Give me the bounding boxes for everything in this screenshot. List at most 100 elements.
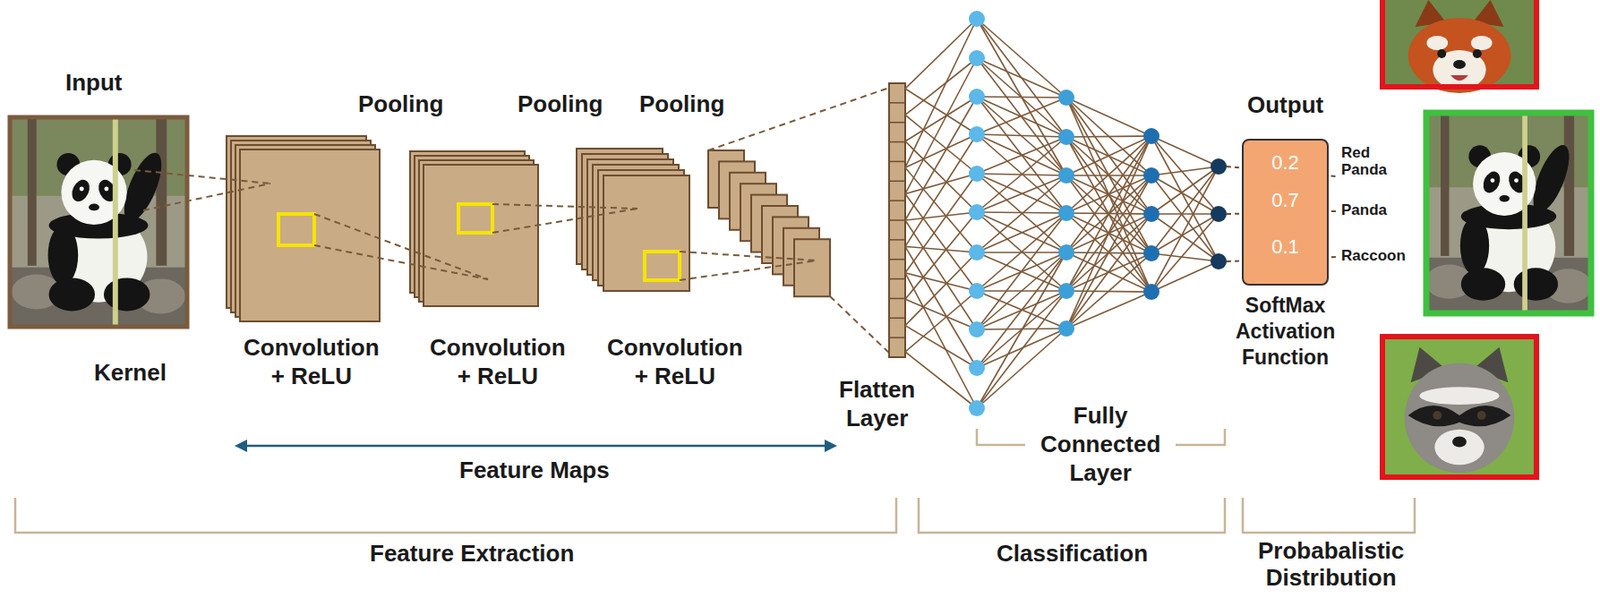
network-weight bbox=[976, 18, 1067, 98]
flatten-cell bbox=[889, 141, 906, 144]
neuron bbox=[968, 126, 985, 143]
neuron bbox=[1058, 167, 1075, 184]
flatten-cell bbox=[889, 102, 906, 104]
network-weight bbox=[976, 96, 1067, 214]
network-weight bbox=[1151, 136, 1219, 214]
network-weight bbox=[976, 213, 1067, 330]
network-weight bbox=[976, 97, 1067, 135]
class-label: Raccoon bbox=[1341, 247, 1406, 265]
kernel-label: Kernel bbox=[94, 358, 167, 387]
network-weight bbox=[905, 325, 977, 368]
network-weight bbox=[1066, 136, 1152, 292]
layer-label: Fully Connected Layer bbox=[1040, 401, 1161, 488]
network-weight bbox=[976, 290, 1067, 409]
section-label: Feature Extraction bbox=[369, 539, 574, 568]
pooling-label: Pooling bbox=[639, 89, 725, 119]
network-weight bbox=[1066, 136, 1152, 253]
network-weight bbox=[1066, 136, 1152, 176]
network-weight bbox=[976, 58, 1067, 176]
activation-label: SoftMax Activation Function bbox=[1235, 292, 1335, 371]
red-panda-photo bbox=[1379, 0, 1540, 94]
flatten-cell bbox=[889, 161, 906, 163]
probability-value: 0.2 bbox=[1243, 151, 1327, 175]
red-panda-head bbox=[1408, 17, 1512, 94]
network-weight bbox=[976, 213, 1067, 253]
panda-nose bbox=[1499, 195, 1510, 203]
network-weight bbox=[976, 136, 1067, 213]
panda-eye-patch bbox=[68, 177, 94, 205]
neuron bbox=[1210, 158, 1227, 175]
neuron bbox=[1058, 282, 1075, 300]
network-weight bbox=[905, 246, 977, 253]
panda-photo bbox=[1423, 110, 1594, 317]
input-label: Input bbox=[65, 68, 123, 97]
neuron bbox=[1143, 167, 1160, 184]
network-weight bbox=[976, 136, 1067, 174]
output-label: Output bbox=[1247, 90, 1324, 120]
network-weight bbox=[976, 252, 1067, 409]
red-panda-brow bbox=[1471, 35, 1493, 51]
probability-value: 0.7 bbox=[1243, 188, 1327, 213]
network-weight bbox=[1151, 136, 1219, 262]
neuron bbox=[1210, 205, 1227, 223]
neuron bbox=[1143, 245, 1160, 262]
network-weight bbox=[905, 351, 977, 409]
layer-label: Convolution + ReLU bbox=[243, 333, 380, 391]
network-weight bbox=[1066, 136, 1152, 137]
flatten-cell bbox=[889, 239, 906, 241]
feature-map bbox=[239, 149, 380, 322]
feature-map bbox=[603, 175, 690, 291]
receptive-field-line bbox=[314, 213, 488, 280]
network-weight bbox=[1066, 97, 1152, 214]
flatten-cell bbox=[889, 317, 906, 320]
layer-label: Flatten Layer bbox=[838, 375, 916, 433]
network-weight bbox=[1151, 175, 1219, 262]
network-weight bbox=[1066, 136, 1152, 176]
network-weight bbox=[1066, 136, 1152, 214]
neuron bbox=[968, 282, 985, 300]
network-weight bbox=[905, 194, 977, 291]
panda-eye bbox=[1514, 178, 1519, 183]
red-panda-mouth bbox=[1450, 75, 1469, 81]
network-weight bbox=[1066, 175, 1152, 329]
network-weight bbox=[976, 18, 1067, 176]
network-weight bbox=[976, 173, 1067, 253]
photo-background bbox=[1379, 333, 1540, 480]
pooling-label: Pooling bbox=[517, 89, 603, 119]
neuron bbox=[968, 359, 985, 377]
pooling-label: Pooling bbox=[358, 89, 444, 119]
network-weight bbox=[1066, 136, 1152, 254]
network-weight bbox=[905, 134, 977, 247]
span-arrow bbox=[241, 444, 830, 448]
network-weight bbox=[905, 167, 977, 253]
neuron bbox=[1143, 283, 1160, 300]
network-weight bbox=[976, 96, 1067, 176]
network-weight bbox=[976, 18, 1067, 137]
kernel-window bbox=[458, 204, 493, 233]
network-weight bbox=[976, 96, 1067, 98]
projection-line bbox=[829, 296, 892, 356]
panda-leg bbox=[1514, 267, 1558, 300]
wrong-class-frame bbox=[1382, 0, 1537, 87]
neuron bbox=[1143, 128, 1160, 145]
neuron bbox=[968, 88, 985, 105]
network-weight bbox=[905, 290, 977, 352]
network-weight bbox=[976, 58, 1067, 137]
network-weight bbox=[976, 134, 1067, 137]
section-bracket bbox=[1175, 428, 1225, 445]
panda-arm bbox=[48, 225, 79, 285]
raccoon-nose bbox=[1452, 436, 1467, 448]
network-weight bbox=[1151, 166, 1219, 292]
receptive-field-line bbox=[492, 208, 638, 233]
receptive-field-line bbox=[143, 183, 271, 211]
neuron bbox=[968, 244, 985, 261]
flatten-cell bbox=[889, 219, 906, 222]
neuron bbox=[1058, 244, 1075, 261]
correct-class-frame bbox=[1426, 112, 1592, 314]
neuron bbox=[1058, 128, 1075, 146]
network-weight bbox=[905, 18, 977, 168]
network-weight bbox=[905, 220, 977, 330]
raccoon-eye bbox=[1432, 410, 1442, 420]
panda-eye bbox=[103, 187, 109, 192]
